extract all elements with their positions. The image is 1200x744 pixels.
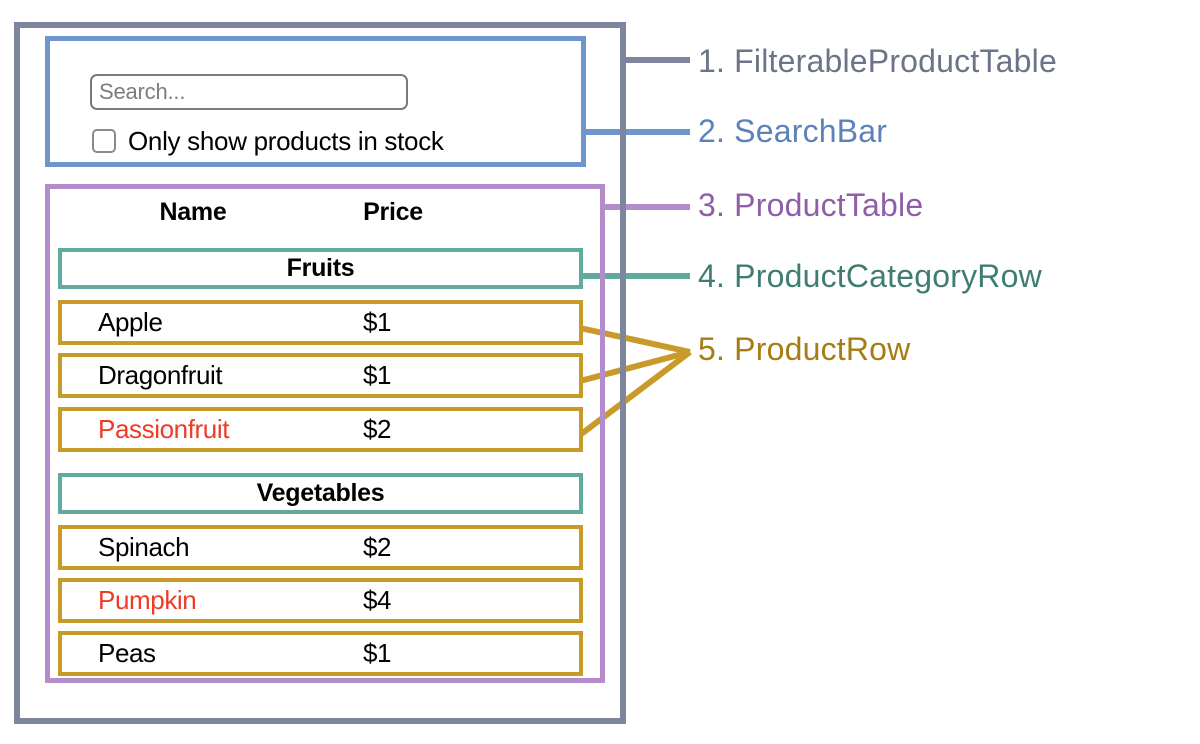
product-row: Pumpkin $4 — [58, 578, 583, 623]
product-price: $2 — [363, 414, 392, 444]
legend-item-search-bar: 2. SearchBar — [698, 113, 888, 149]
product-row: Apple $1 — [58, 300, 583, 345]
in-stock-checkbox[interactable] — [92, 129, 116, 153]
legend-item-filterable-product-table: 1. FilterableProductTable — [698, 43, 1057, 79]
product-table-header: Name Price — [58, 198, 583, 236]
product-name: Apple — [98, 307, 163, 337]
product-table-frame — [45, 184, 605, 683]
legend-item-product-category-row: 4. ProductCategoryRow — [698, 258, 1042, 294]
product-price: $1 — [363, 638, 392, 668]
product-row: Peas $1 — [58, 631, 583, 676]
category-label: Fruits — [286, 254, 355, 282]
product-name: Passionfruit — [98, 414, 230, 444]
search-bar-frame — [45, 36, 586, 167]
filterable-product-table-frame — [14, 22, 626, 724]
product-price: $1 — [363, 307, 392, 337]
product-name: Peas — [98, 638, 156, 668]
product-row: Passionfruit $2 — [58, 407, 583, 452]
product-row: Spinach $2 — [58, 525, 583, 570]
product-name: Pumpkin — [98, 585, 197, 615]
column-header-price: Price — [363, 198, 423, 226]
product-name: Spinach — [98, 532, 190, 562]
column-header-name: Name — [159, 198, 227, 226]
search-input[interactable] — [90, 74, 408, 110]
product-price: $1 — [363, 360, 392, 390]
product-price: $4 — [363, 585, 392, 615]
in-stock-checkbox-label: Only show products in stock — [128, 125, 444, 156]
product-category-row: Vegetables — [58, 473, 583, 514]
product-category-row: Fruits — [58, 248, 583, 289]
legend-item-product-table: 3. ProductTable — [698, 187, 924, 223]
in-stock-filter-row[interactable]: Only show products in stock — [92, 123, 444, 159]
product-price: $2 — [363, 532, 392, 562]
product-name: Dragonfruit — [98, 360, 223, 390]
legend-item-product-row: 5. ProductRow — [698, 331, 911, 367]
category-label: Vegetables — [256, 479, 385, 507]
product-row: Dragonfruit $1 — [58, 353, 583, 398]
